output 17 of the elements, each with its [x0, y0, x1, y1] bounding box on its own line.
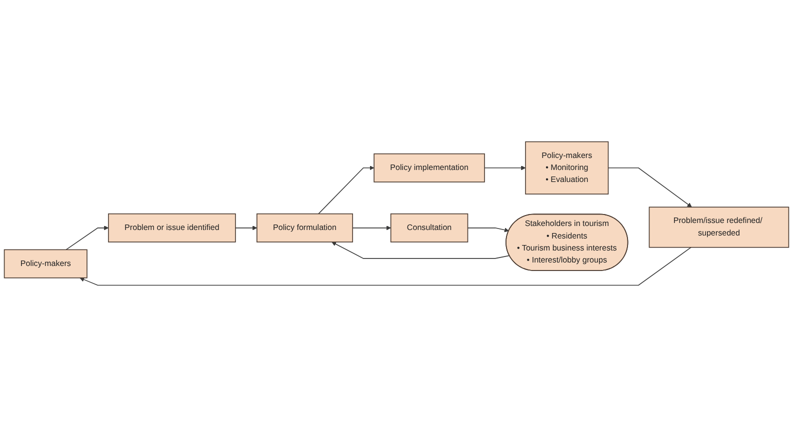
- arrow: [484, 166, 526, 170]
- arrow: [352, 226, 392, 230]
- process-box: Policy-makers • Monitoring • Evaluation: [525, 141, 609, 194]
- arrow: [608, 168, 692, 208]
- process-box: Problem or issue identified: [108, 213, 236, 242]
- process-box: Policy formulation: [256, 213, 354, 242]
- arrow: [318, 166, 374, 214]
- process-box: Problem/issue redefined/ superseded: [648, 206, 790, 248]
- process-box: Consultation: [390, 213, 468, 242]
- arrow: [235, 226, 258, 230]
- process-box: Policy-makers: [4, 249, 88, 278]
- arrow: [66, 226, 109, 250]
- process-box: Policy implementation: [374, 153, 485, 182]
- arrow: [332, 242, 510, 259]
- arrow: [80, 246, 692, 286]
- ellipse-node: Stakeholders in tourism • Residents • Tourism business interests • Interest/lobby groups: [506, 214, 628, 271]
- arrow: [467, 228, 510, 232]
